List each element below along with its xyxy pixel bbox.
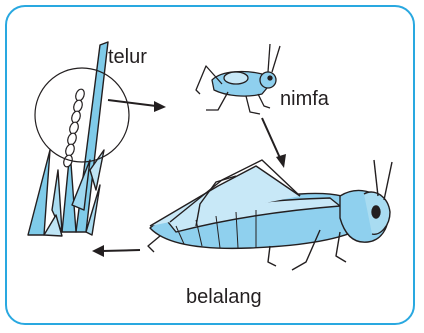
adult-grasshopper — [148, 160, 392, 270]
arrow-nymph-to-adult — [262, 118, 286, 168]
label-nymph: nimfa — [280, 88, 329, 111]
label-egg: telur — [108, 46, 147, 69]
nymph-grasshopper — [196, 44, 280, 114]
label-adult: belalang — [186, 286, 262, 309]
egg-cluster — [62, 88, 86, 168]
magnifier-circle — [35, 68, 129, 162]
arrow-egg-to-nymph — [108, 100, 166, 112]
arrow-adult-to-egg — [92, 245, 140, 257]
